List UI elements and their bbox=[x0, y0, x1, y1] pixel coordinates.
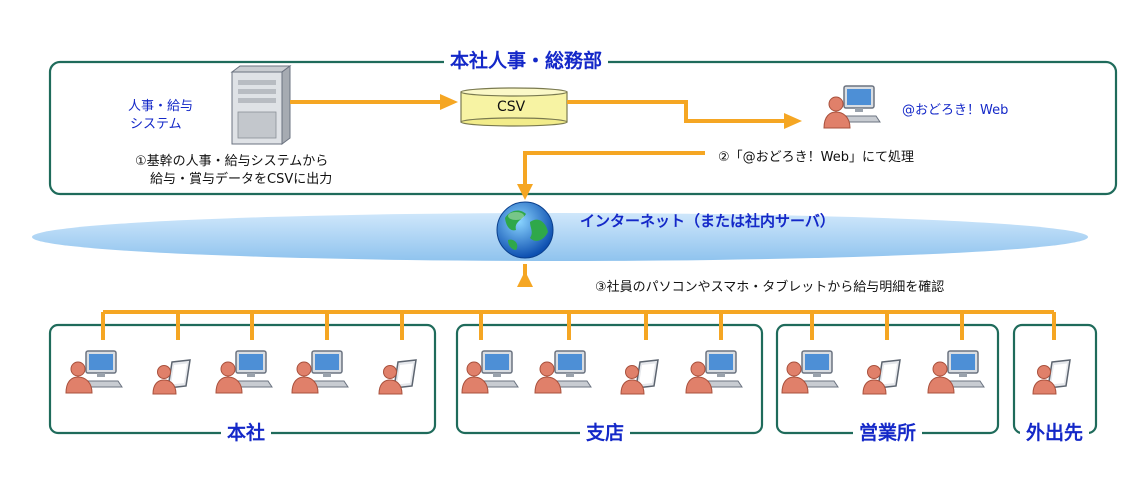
arrow-lines bbox=[101, 100, 1056, 340]
csv-label: CSV bbox=[497, 99, 526, 115]
pc-icon bbox=[461, 350, 519, 394]
tablet-icon bbox=[620, 359, 659, 395]
location-frame-shiten bbox=[455, 323, 764, 435]
globe-icon bbox=[496, 201, 554, 259]
pc-icon bbox=[685, 350, 743, 394]
step1-line2: 給与・賞与データをCSVに出力 bbox=[150, 172, 333, 187]
tablet-icon bbox=[378, 359, 417, 395]
hq-title: 本社人事・総務部 bbox=[444, 49, 609, 73]
pc-icon bbox=[215, 350, 273, 394]
step2-label: ②「@おどろき！Web」にて処理 bbox=[718, 150, 914, 165]
pc-icon bbox=[65, 350, 123, 394]
step3-label: ③社員のパソコンやスマホ・タブレットから給与明細を確認 bbox=[595, 280, 945, 295]
arrow-heads bbox=[440, 94, 802, 287]
pc-icon bbox=[291, 350, 349, 394]
step1-line1: ①基幹の人事・給与システムから bbox=[135, 154, 329, 169]
tablet-icon bbox=[152, 359, 191, 395]
pc-icon bbox=[534, 350, 592, 394]
csv-database-icon bbox=[460, 87, 568, 127]
system-label-line2: システム bbox=[130, 117, 182, 132]
app-label: @おどろき！Web bbox=[902, 103, 1009, 118]
location-label-shiten: 支店 bbox=[580, 421, 631, 445]
location-frame-honsha bbox=[48, 323, 437, 435]
location-label-gaishutsu: 外出先 bbox=[1020, 421, 1090, 445]
tablet-icon bbox=[1032, 359, 1071, 395]
internet-cloud bbox=[32, 213, 1088, 261]
location-label-honsha: 本社 bbox=[221, 421, 272, 445]
pc-icon bbox=[781, 350, 839, 394]
location-label-eigyosho: 営業所 bbox=[853, 421, 923, 445]
system-label-line1: 人事・給与 bbox=[128, 99, 194, 114]
pc-icon bbox=[927, 350, 985, 394]
server-icon bbox=[230, 65, 292, 145]
internet-label: インターネット（または社内サーバ） bbox=[580, 212, 835, 230]
admin-pc-icon bbox=[823, 85, 881, 129]
tablet-icon bbox=[862, 359, 901, 395]
